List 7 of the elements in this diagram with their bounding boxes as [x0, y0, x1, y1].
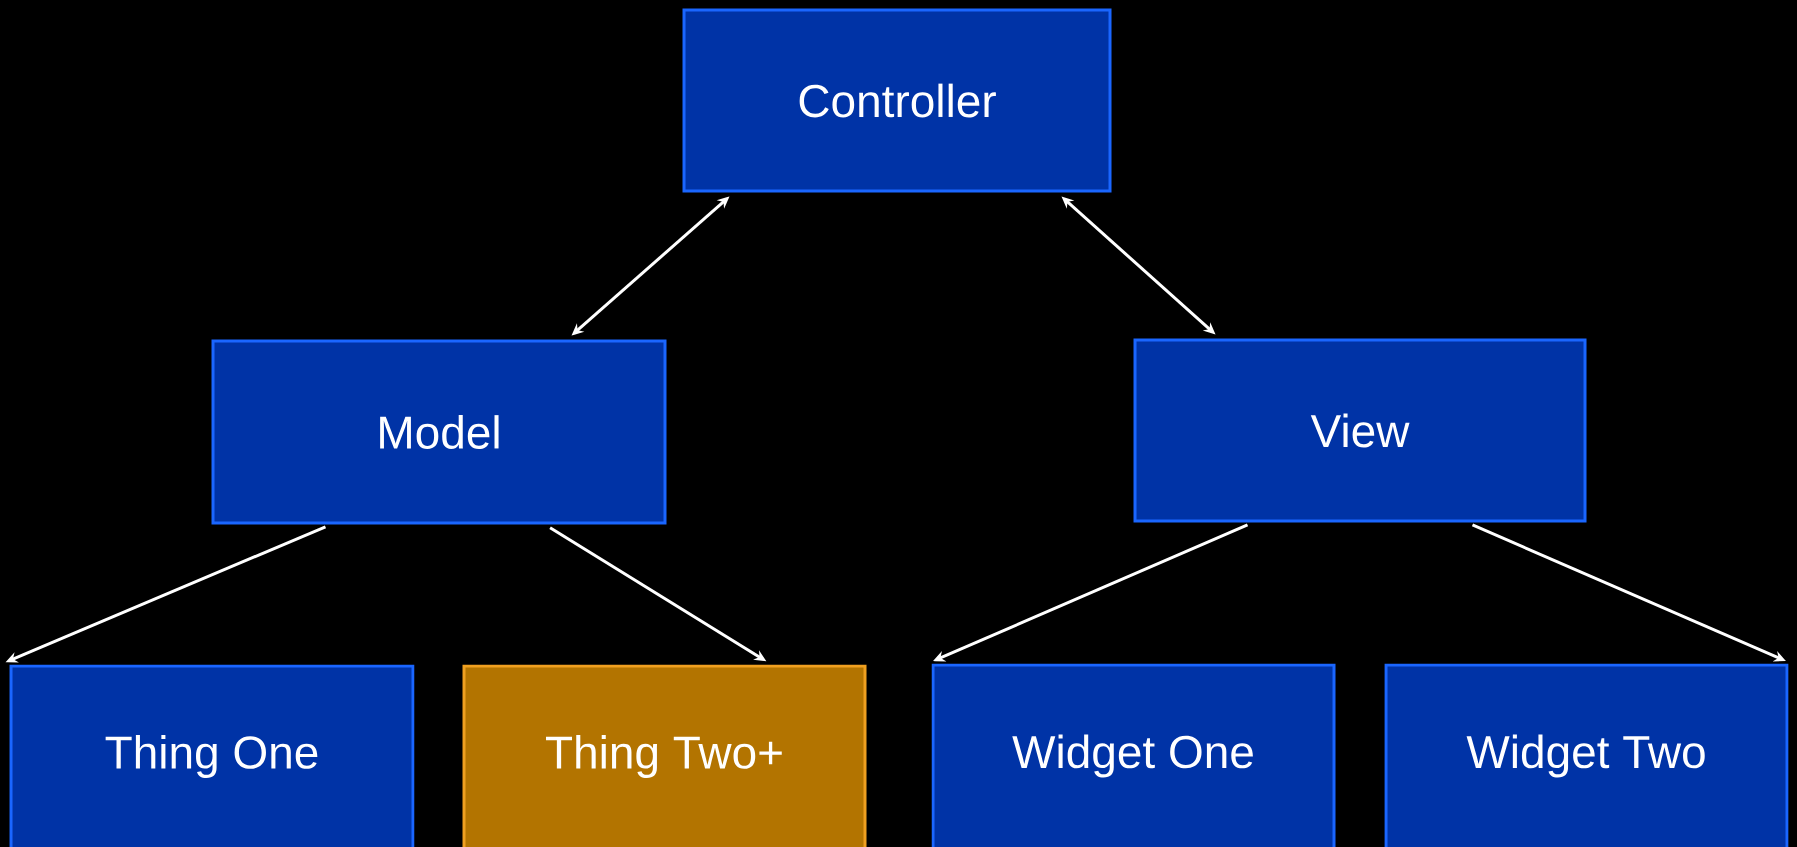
process-box: View: [1133, 338, 1587, 523]
process-box: Thing Two+: [462, 664, 867, 847]
process-box: Widget Two: [1384, 663, 1789, 847]
process-box: Controller: [682, 8, 1112, 193]
process-box: Widget One: [931, 663, 1336, 847]
process-box: Model: [211, 339, 667, 525]
process-box: Thing One: [9, 664, 415, 847]
